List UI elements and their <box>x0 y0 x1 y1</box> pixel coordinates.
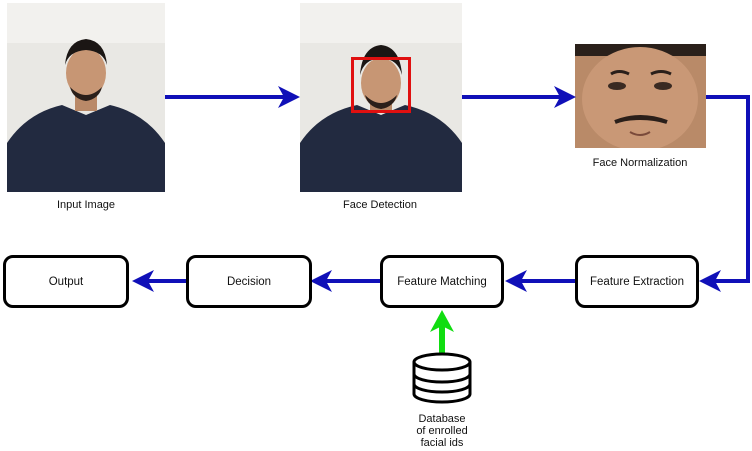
feature-matching-label: Feature Matching <box>397 275 487 288</box>
input-image-caption: Input Image <box>56 199 116 211</box>
database-label-line3: facial ids <box>420 437 464 449</box>
arrowhead-detection <box>278 86 300 108</box>
feature-extraction-label: Feature Extraction <box>590 275 684 288</box>
arrowhead-matching <box>505 270 527 292</box>
feature-matching-box: Feature Matching <box>380 255 504 308</box>
arrowhead-output <box>132 270 154 292</box>
arrowhead-decision <box>310 270 332 292</box>
output-box: Output <box>3 255 129 308</box>
detection-bounding-box <box>351 57 411 113</box>
face-detection-caption: Face Detection <box>343 199 417 211</box>
decision-label: Decision <box>226 275 272 288</box>
face-detection-photo <box>300 3 462 192</box>
arrowhead-database <box>430 310 454 332</box>
input-image-photo <box>7 3 165 192</box>
output-label: Output <box>48 275 84 288</box>
normalized-face-photo <box>575 44 706 148</box>
database-icon <box>412 352 472 404</box>
database-label-line1: Database <box>418 413 466 425</box>
feature-extraction-box: Feature Extraction <box>575 255 699 308</box>
arrowhead-extraction <box>699 270 721 292</box>
database-label: Database of enrolled facial ids <box>392 413 492 449</box>
decision-box: Decision <box>186 255 312 308</box>
arrow-normalization-to-extraction <box>706 95 750 283</box>
arrowhead-normalization <box>554 86 576 108</box>
database-label-line2: of enrolled <box>416 425 468 437</box>
face-normalization-caption: Face Normalization <box>592 157 688 169</box>
